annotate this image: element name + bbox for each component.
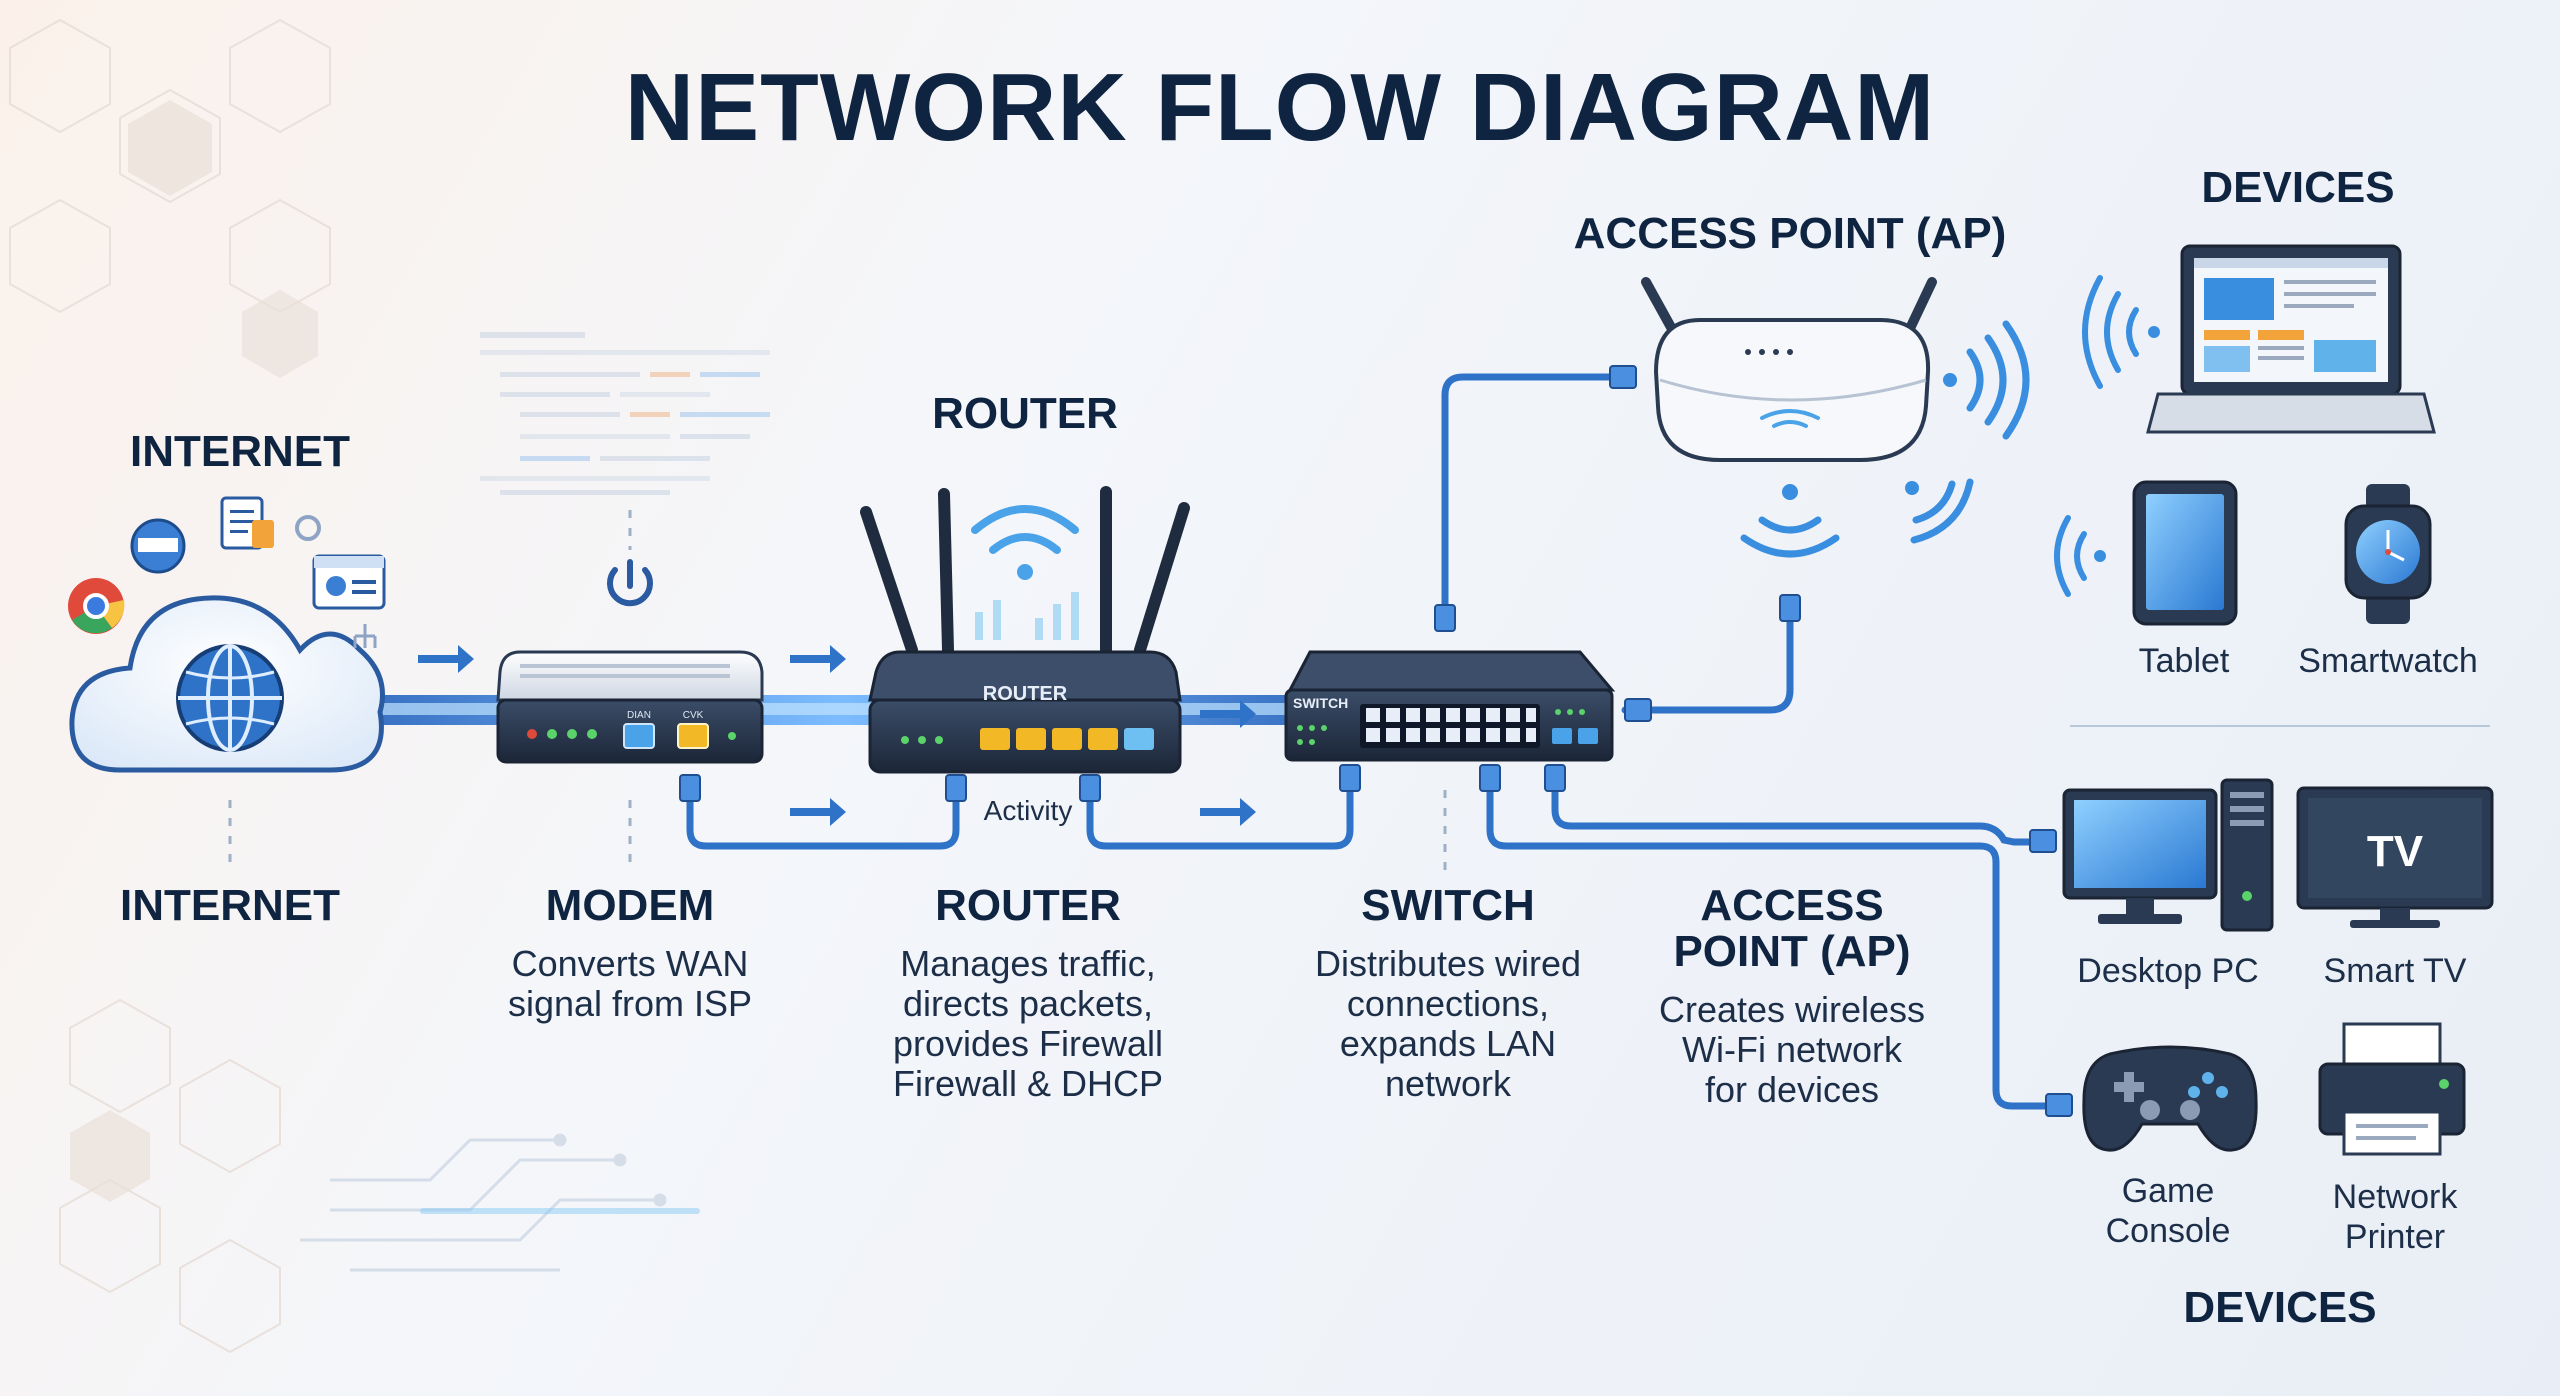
arrow-icon xyxy=(790,798,846,826)
stage-modem-desc-1: Converts WAN xyxy=(512,943,749,984)
game-console-label-line1: Game xyxy=(2122,1172,2215,1210)
stage-router-desc-1: Manages traffic, xyxy=(900,943,1155,984)
stage-ap-desc-1: Creates wireless xyxy=(1659,989,1925,1030)
document-icon xyxy=(220,496,274,550)
stage-ap-name-line1: ACCESS xyxy=(1700,881,1883,930)
chrome-icon xyxy=(68,578,125,634)
arrow-icon xyxy=(790,645,846,673)
smartwatch-icon xyxy=(2344,484,2432,624)
stage-router-desc-4: Firewall & DHCP xyxy=(893,1063,1163,1104)
game-console-icon xyxy=(2082,1045,2258,1152)
arrow-icon xyxy=(1200,798,1256,826)
www-globe-icon xyxy=(130,518,186,574)
arrow-icon xyxy=(1200,700,1256,728)
ap-down-wifi-icon xyxy=(1740,484,1840,558)
power-icon xyxy=(607,559,653,607)
tv-screen-label: TV xyxy=(2367,827,2424,876)
sitemap-icon xyxy=(353,624,377,648)
desktop-pc-label: Desktop PC xyxy=(2077,952,2258,990)
code-lines-decoration xyxy=(480,332,770,495)
smart-tv-icon: TV xyxy=(2296,786,2494,928)
laptop-wifi-icon xyxy=(2082,275,2160,389)
modem-device: DIAN CVK xyxy=(496,650,764,764)
stage-switch-desc-3: expands LAN xyxy=(1340,1023,1556,1064)
devices-bottom-label: DEVICES xyxy=(2183,1283,2376,1332)
network-printer-label-line1: Network xyxy=(2333,1178,2459,1216)
access-point-top-label: ACCESS POINT (AP) xyxy=(1574,209,2007,258)
stage-switch-name: SWITCH xyxy=(1361,881,1535,930)
stage-switch-desc-2: connections, xyxy=(1347,983,1549,1024)
stage-ap-name-line2: POINT (AP) xyxy=(1673,927,1910,976)
globe-icon xyxy=(176,644,284,752)
arrow-icon xyxy=(418,645,474,673)
stage-router-name: ROUTER xyxy=(935,881,1121,930)
circuit-decoration xyxy=(300,1133,667,1272)
ap-side-wifi-icon xyxy=(1905,478,1974,544)
laptop-icon xyxy=(2146,244,2436,434)
network-printer-icon xyxy=(2318,1022,2466,1156)
router-activity-label: Activity xyxy=(984,795,1073,826)
network-printer-label-line2: Printer xyxy=(2345,1218,2445,1256)
diagram-title: NETWORK FLOW DIAGRAM xyxy=(625,54,1935,161)
stage-internet-name: INTERNET xyxy=(120,881,340,930)
modem-port-label-cvk: CVK xyxy=(683,710,704,721)
stage-switch-desc-4: network xyxy=(1385,1063,1512,1104)
hexagon-fill-decoration xyxy=(70,100,318,1202)
stage-ap-desc-3: for devices xyxy=(1705,1069,1879,1110)
gear-icon xyxy=(295,515,321,541)
internet-top-label: INTERNET xyxy=(130,427,350,476)
cable-connectors xyxy=(679,365,2073,1117)
stage-switch-desc-1: Distributes wired xyxy=(1315,943,1581,984)
stage-modem-desc-2: signal from ISP xyxy=(508,983,752,1024)
smartwatch-label: Smartwatch xyxy=(2298,642,2478,680)
browser-window-icon xyxy=(312,554,386,610)
flow-arrows xyxy=(418,645,1256,826)
router-top-label: ROUTER xyxy=(932,389,1118,438)
router-device: ROUTER xyxy=(868,650,1182,774)
router-antennas xyxy=(860,486,1190,656)
switch-body-label: SWITCH xyxy=(1293,695,1348,711)
ap-wifi-waves-icon xyxy=(1943,320,2030,440)
modem-port-label-dian: DIAN xyxy=(627,710,651,721)
smart-tv-label: Smart TV xyxy=(2324,952,2467,990)
tablet-wifi-icon xyxy=(2054,515,2106,597)
guide-lines xyxy=(228,510,1447,870)
patch-cables xyxy=(686,373,2064,1110)
switch-device: SWITCH xyxy=(1284,650,1616,762)
tablet-label: Tablet xyxy=(2139,642,2230,680)
access-point-device xyxy=(1653,318,1931,462)
stage-router-desc-3: provides Firewall xyxy=(893,1023,1163,1064)
tablet-icon xyxy=(2132,480,2238,626)
wifi-signal-icon xyxy=(971,505,1079,580)
router-body-label: ROUTER xyxy=(983,683,1068,705)
stage-modem-name: MODEM xyxy=(546,881,715,930)
signal-bars-icon xyxy=(975,592,1079,640)
desktop-pc-icon xyxy=(2062,778,2274,932)
stage-router-desc-2: directs packets, xyxy=(903,983,1153,1024)
glow-line-decoration xyxy=(420,1208,700,1214)
stage-ap-desc-2: Wi-Fi network xyxy=(1682,1029,1903,1070)
game-console-label-line2: Console xyxy=(2106,1212,2231,1250)
devices-top-label: DEVICES xyxy=(2201,163,2394,212)
